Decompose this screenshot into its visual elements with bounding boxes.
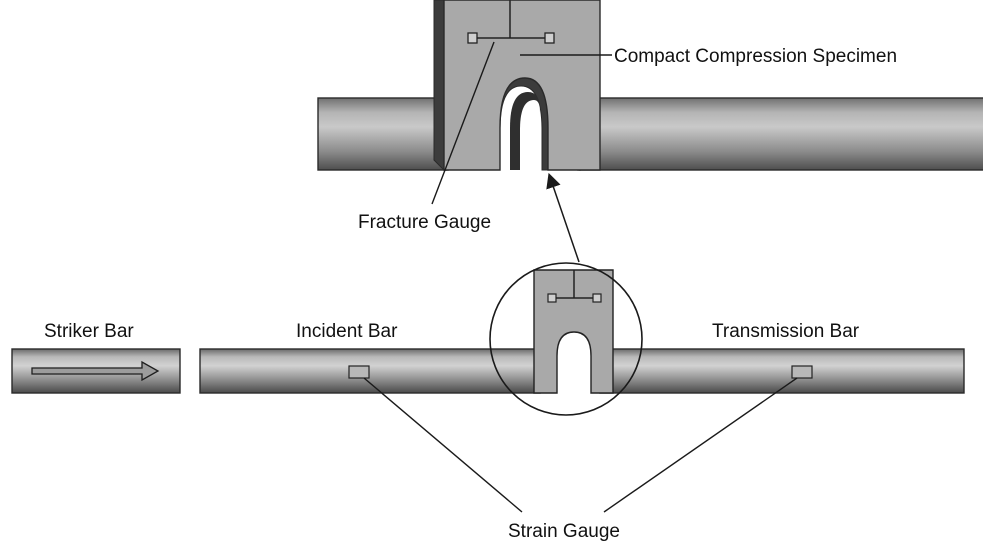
zoom-arrow	[546, 172, 580, 263]
incident-bar-label: Incident Bar	[296, 321, 398, 342]
fracture-gauge-label: Fracture Gauge	[358, 212, 491, 233]
striker-bar-label: Striker Bar	[44, 321, 134, 342]
transmission-bar	[599, 348, 965, 394]
incident-bar	[199, 348, 541, 394]
zoomed-fracture-gauge	[467, 32, 555, 44]
zoomed-specimen-view	[317, 0, 983, 171]
striker-bar	[11, 348, 181, 394]
strain-gauge-label: Strain Gauge	[508, 521, 620, 542]
specimen-label: Compact Compression Specimen	[614, 46, 897, 67]
transmission-bar-label: Transmission Bar	[712, 321, 860, 342]
specimen-circle-detail	[489, 262, 643, 416]
right-arrow-icon	[31, 360, 160, 382]
zoomed-specimen-body	[433, 0, 601, 171]
incident-strain-gauge	[348, 365, 370, 379]
transmission-strain-gauge	[791, 365, 813, 379]
specimen-front	[533, 269, 614, 394]
zoomed-transmission-bar	[568, 97, 983, 171]
